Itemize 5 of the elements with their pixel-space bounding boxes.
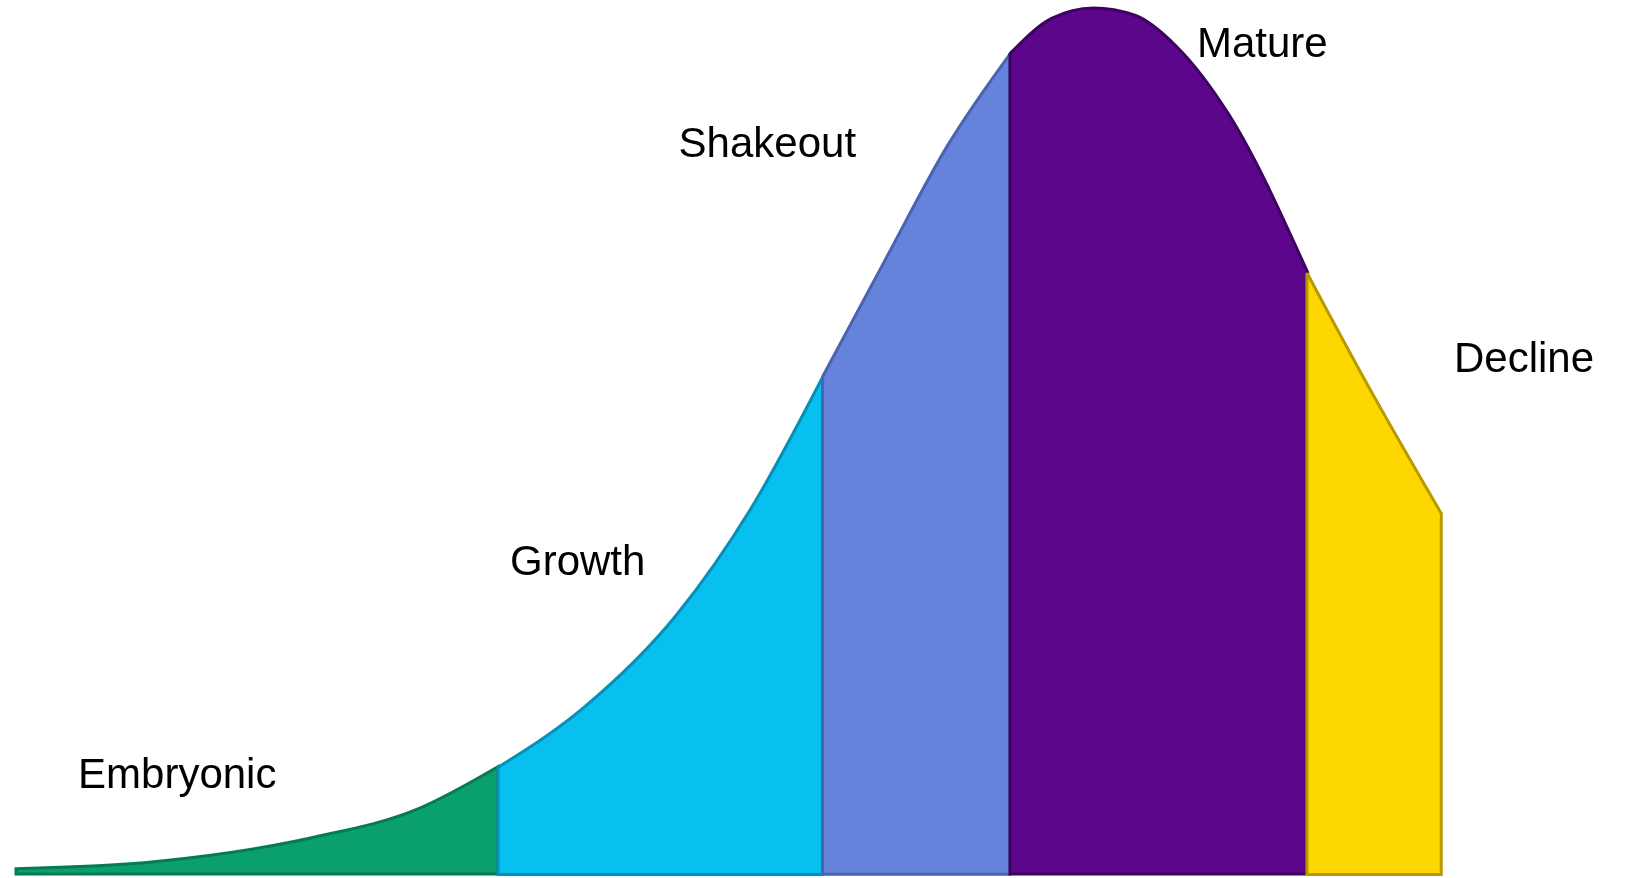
stage-label: Embryonic: [78, 749, 277, 800]
stage-label: Growth: [510, 536, 646, 586]
stage-label: Shakeout: [678, 117, 857, 168]
stage-label: Decline: [1454, 333, 1595, 384]
stage-label: Mature: [1196, 17, 1328, 68]
